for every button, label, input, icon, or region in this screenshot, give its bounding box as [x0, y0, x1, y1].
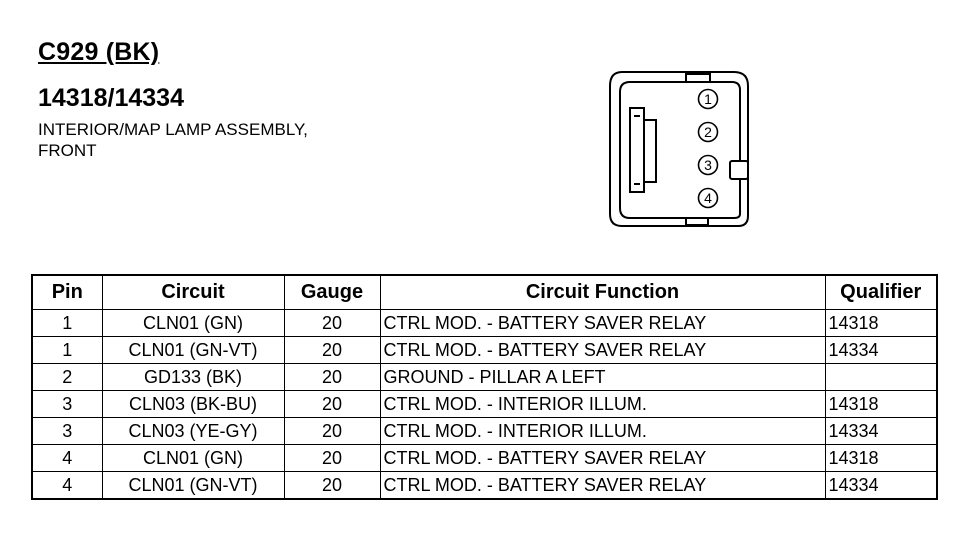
component-description: INTERIOR/MAP LAMP ASSEMBLY, FRONT: [38, 119, 398, 161]
column-header-circuit: Circuit: [101, 274, 285, 310]
connector-face-diagram: 1 2 3 4: [609, 71, 749, 227]
pin-cell: 4: [31, 471, 103, 500]
pin-1-label: 1: [704, 91, 712, 107]
function-cell: CTRL MOD. - BATTERY SAVER RELAY: [379, 309, 826, 337]
pin-cell: 3: [31, 390, 103, 418]
function-cell: CTRL MOD. - BATTERY SAVER RELAY: [379, 471, 826, 500]
pin-3-label: 3: [704, 157, 712, 173]
function-cell: CTRL MOD. - BATTERY SAVER RELAY: [379, 444, 826, 472]
gauge-cell: 20: [283, 363, 381, 391]
pin-4-label: 4: [704, 190, 712, 206]
connector-id: C929 (BK): [38, 38, 160, 66]
circuit-cell: CLN01 (GN): [101, 309, 285, 337]
qualifier-cell: 14334: [824, 336, 938, 364]
pin-markers: [697, 88, 719, 209]
pin-2-label: 2: [704, 124, 712, 140]
pin-cell: 3: [31, 417, 103, 445]
circuit-cell: GD133 (BK): [101, 363, 285, 391]
gauge-cell: 20: [283, 309, 381, 337]
description-line-1: INTERIOR/MAP LAMP ASSEMBLY,: [38, 120, 308, 139]
table-row: 3 CLN03 (BK-BU) 20 CTRL MOD. - INTERIOR …: [31, 390, 938, 418]
function-cell: CTRL MOD. - INTERIOR ILLUM.: [379, 390, 826, 418]
table-row: 1 CLN01 (GN-VT) 20 CTRL MOD. - BATTERY S…: [31, 336, 938, 364]
pin-cell: 1: [31, 309, 103, 337]
column-header-qualifier: Qualifier: [824, 274, 938, 310]
gauge-cell: 20: [283, 471, 381, 500]
pin-cell: 2: [31, 363, 103, 391]
connector-housing: [609, 71, 749, 227]
pin-cell: 4: [31, 444, 103, 472]
pin-cell: 1: [31, 336, 103, 364]
table-row: 3 CLN03 (YE-GY) 20 CTRL MOD. - INTERIOR …: [31, 417, 938, 445]
circuit-cell: CLN03 (BK-BU): [101, 390, 285, 418]
pin-table-header: Pin Circuit Gauge Circuit Function Quali…: [31, 274, 938, 310]
function-cell: CTRL MOD. - INTERIOR ILLUM.: [379, 417, 826, 445]
qualifier-cell: 14334: [824, 471, 938, 500]
table-row: 2 GD133 (BK) 20 GROUND - PILLAR A LEFT: [31, 363, 938, 391]
function-cell: CTRL MOD. - BATTERY SAVER RELAY: [379, 336, 826, 364]
function-cell: GROUND - PILLAR A LEFT: [379, 363, 826, 391]
pin-table: Pin Circuit Gauge Circuit Function Quali…: [31, 274, 938, 500]
circuit-cell: CLN01 (GN-VT): [101, 471, 285, 500]
pin-2-marker: [697, 121, 719, 143]
column-header-circuit-function: Circuit Function: [379, 274, 826, 310]
qualifier-cell: [824, 363, 938, 391]
table-row: 4 CLN01 (GN) 20 CTRL MOD. - BATTERY SAVE…: [31, 444, 938, 472]
circuit-cell: CLN01 (GN): [101, 444, 285, 472]
qualifier-cell: 14318: [824, 309, 938, 337]
gauge-cell: 20: [283, 390, 381, 418]
column-header-pin: Pin: [31, 274, 103, 310]
table-row: 4 CLN01 (GN-VT) 20 CTRL MOD. - BATTERY S…: [31, 471, 938, 500]
qualifier-cell: 14334: [824, 417, 938, 445]
pin-table-body: 1 CLN01 (GN) 20 CTRL MOD. - BATTERY SAVE…: [31, 309, 938, 500]
part-number: 14318/14334: [38, 84, 184, 112]
description-line-2: FRONT: [38, 141, 97, 160]
qualifier-cell: 14318: [824, 390, 938, 418]
gauge-cell: 20: [283, 444, 381, 472]
circuit-cell: CLN01 (GN-VT): [101, 336, 285, 364]
column-header-gauge: Gauge: [283, 274, 381, 310]
pin-3-marker: [697, 154, 719, 176]
pin-1-marker: [697, 88, 719, 110]
table-row: 1 CLN01 (GN) 20 CTRL MOD. - BATTERY SAVE…: [31, 309, 938, 337]
circuit-cell: CLN03 (YE-GY): [101, 417, 285, 445]
qualifier-cell: 14318: [824, 444, 938, 472]
pin-4-marker: [697, 187, 719, 209]
gauge-cell: 20: [283, 336, 381, 364]
gauge-cell: 20: [283, 417, 381, 445]
